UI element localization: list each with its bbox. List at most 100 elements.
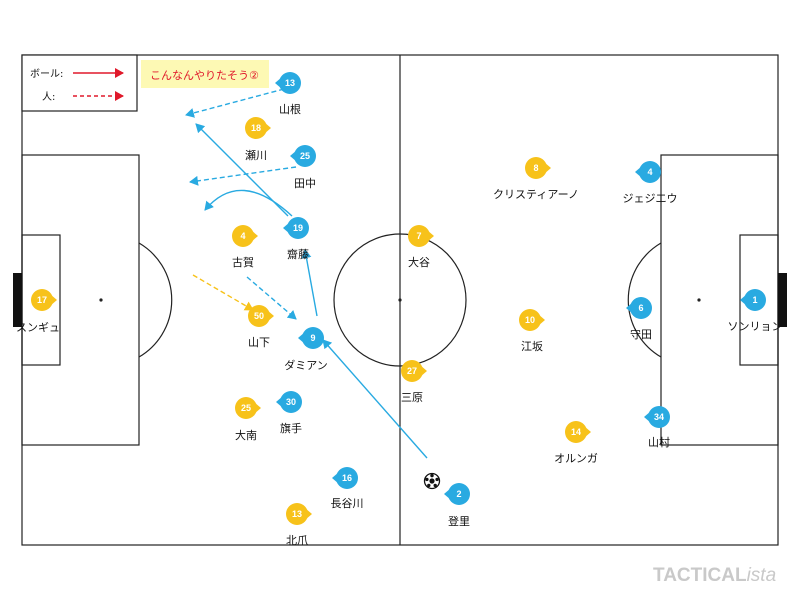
player-marker [336,467,358,489]
player-number: 34 [654,412,664,422]
right-penalty-arc [627,242,662,358]
player-yellow-17[interactable]: 17 スンギュ [16,289,60,334]
player-yellow-7[interactable]: 7大谷 [408,225,434,269]
player-name: 三原 [401,391,423,404]
player-name: スンギュ [16,321,60,334]
left-penalty-spot [99,298,103,302]
note-text: こんなんやりたそう② [150,69,259,82]
players-layer: 17スンギュ18瀬川4古賀50山下25大南13北爪7大谷27三原8クリスティアー… [16,72,783,547]
center-spot [398,298,402,302]
player-blue-6[interactable]: 6 守田 [626,297,652,341]
player-name: 田中 [294,177,316,190]
player-marker [448,483,470,505]
player-yellow-8[interactable]: 8 クリスティアーノ [493,157,579,201]
player-marker [639,161,661,183]
arrow-run-yellow [192,274,254,311]
player-marker [280,391,302,413]
player-number: 6 [638,303,643,313]
right-penalty-spot [697,298,701,302]
player-yellow-4[interactable]: 4 古賀 [232,225,258,269]
player-name: 旗手 [280,421,302,435]
legend-box [21,54,138,112]
arrow-pass-to-damian [322,339,428,459]
player-marker [648,406,670,428]
player-name: 古賀 [232,256,254,269]
arrow-run-damian [246,276,297,320]
player-name: ジェジエウ [623,192,678,205]
player-name: 大南 [235,428,257,442]
left-penalty-arc [138,242,173,358]
player-number: 2 [456,489,461,499]
player-marker [294,145,316,167]
player-number: 14 [571,427,581,437]
player-number: 9 [310,333,315,343]
player-blue-25[interactable]: 25 田中 [290,145,316,190]
legend: ボール: 人: [21,54,138,112]
player-name: ソンリョン [728,320,783,333]
player-blue-13[interactable]: 13 山根 [275,72,301,116]
player-marker [401,360,423,382]
brand-watermark: TACTICALista [653,565,776,586]
arrow-pass-damian-to-saito [301,249,318,317]
player-blue-2[interactable]: 2 登里 [444,483,470,528]
legend-person-label: 人: [42,91,55,103]
player-name: 齋藤 [287,247,309,261]
note-box [141,60,269,88]
player-marker [630,297,652,319]
player-yellow-14[interactable]: 14 オルンガ [554,421,598,465]
right-goal [778,273,787,327]
movement-arrows [185,88,428,459]
player-name: オルンガ [554,452,598,465]
player-name: 山下 [248,336,270,349]
player-number: 13 [285,78,295,88]
player-blue-16[interactable]: 16 長谷川 [331,467,364,510]
player-number: 7 [416,231,421,241]
player-name: 山村 [648,435,670,449]
player-number: 19 [293,223,303,233]
player-number: 4 [240,231,245,241]
player-number: 25 [300,151,310,161]
note: こんなんやりたそう② [141,60,269,88]
player-name: 守田 [630,327,652,341]
player-marker [245,117,267,139]
player-marker [31,289,53,311]
player-marker [302,327,324,349]
player-number: 17 [37,295,47,305]
player-blue-19[interactable]: 19 齋藤 [283,217,309,261]
player-number: 13 [292,509,302,519]
left-goal [13,273,22,327]
player-blue-4[interactable]: 4 ジェジエウ [623,161,678,205]
brand-main: TACTICAL [653,565,747,586]
player-name: クリスティアーノ [493,188,579,201]
soccer-ball-icon [423,472,441,490]
player-marker [408,225,430,247]
player-blue-34[interactable]: 34 山村 [644,406,670,449]
player-marker [565,421,587,443]
player-name: 長谷川 [331,497,364,510]
arrow-run-yamane [185,88,285,118]
player-number: 4 [647,167,652,177]
player-marker [279,72,301,94]
arrow-run-tanaka [189,166,297,186]
player-marker [232,225,254,247]
player-marker [519,309,541,331]
player-number: 18 [251,123,261,133]
player-number: 1 [752,295,757,305]
player-name: 登里 [448,514,470,528]
player-marker [287,217,309,239]
player-number: 16 [342,473,352,483]
player-blue-1[interactable]: 1 ソンリョン [728,289,783,333]
arrow-run-saito-curve [204,189,293,217]
legend-ball-label: ボール: [30,68,63,80]
player-name: 山根 [279,102,301,116]
player-number: 8 [533,163,538,173]
player-marker [525,157,547,179]
